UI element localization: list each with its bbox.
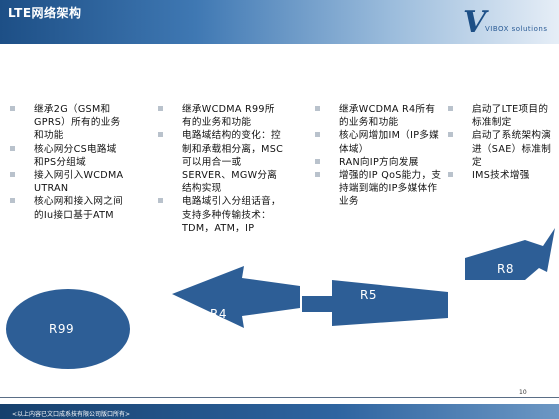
- company-logo: V ⁺ VIBOX solutions: [463, 5, 553, 40]
- logo-mark: V: [463, 5, 487, 40]
- list-item: 电路域结构的变化：控制和承载相分离，MSC可以用合一或SERVER、MGW分离结…: [156, 129, 284, 195]
- list-item: 继承WCDMA R99所有的业务和功能: [156, 103, 284, 129]
- slide-footer: <以上内容已文口成系技有限公司版口所有>: [0, 404, 559, 419]
- list-item: 增强的IP QoS能力，支持端到端的IP多媒体作业务: [313, 169, 443, 209]
- column-r8: 启动了LTE项目的标准制定 启动了系统架构演进（SAE）标准制定 IMS技术增强: [446, 103, 554, 182]
- list-item: RAN向IP方向发展: [313, 156, 443, 169]
- release-label-r5: R5: [360, 288, 377, 302]
- list-item: 继承2G（GSM和GPRS）所有的业务和功能: [8, 103, 126, 143]
- column-r99: 继承2G（GSM和GPRS）所有的业务和功能 核心网分CS电路域和PS分组域 接…: [8, 103, 126, 222]
- column-r4: 继承WCDMA R99所有的业务和功能 电路域结构的变化：控制和承载相分离，MS…: [156, 103, 284, 235]
- slide-title: LTE网络架构: [8, 6, 82, 20]
- logo-brand-text: VIBOX solutions: [485, 25, 548, 33]
- release-arrow-r5: [302, 280, 448, 326]
- list-item: 核心网和接入网之间的Iu接口基于ATM: [8, 195, 126, 221]
- release-label-r4: R4: [210, 307, 227, 321]
- column-r5: 继承WCDMA R4所有的业务和功能 核心网增加IM（IP多媒体域） RAN向I…: [313, 103, 443, 209]
- logo-plus-icon: ⁺: [483, 10, 488, 20]
- list-item: IMS技术增强: [446, 169, 554, 182]
- list-item: 启动了LTE项目的标准制定: [446, 103, 554, 129]
- footer-divider: [0, 397, 559, 398]
- page-number: 10: [519, 389, 527, 396]
- list-item: 接入网引入WCDMA UTRAN: [8, 169, 126, 195]
- list-item: 核心网增加IM（IP多媒体域）: [313, 129, 443, 155]
- list-item: 核心网分CS电路域和PS分组域: [8, 143, 126, 169]
- release-shape-r99: [6, 289, 130, 369]
- slide-header: LTE网络架构 V ⁺ VIBOX solutions: [0, 0, 559, 44]
- list-item: 启动了系统架构演进（SAE）标准制定: [446, 129, 554, 169]
- release-label-r99: R99: [49, 322, 75, 336]
- list-item: 电路域引入分组话音，支持多种传输技术：TDM，ATM，IP: [156, 195, 284, 235]
- release-arrow-r4: [172, 266, 300, 328]
- list-item: 继承WCDMA R4所有的业务和功能: [313, 103, 443, 129]
- copyright-notice: <以上内容已文口成系技有限公司版口所有>: [12, 411, 131, 418]
- release-label-r8: R8: [497, 262, 514, 276]
- release-arrow-r8: [465, 228, 555, 280]
